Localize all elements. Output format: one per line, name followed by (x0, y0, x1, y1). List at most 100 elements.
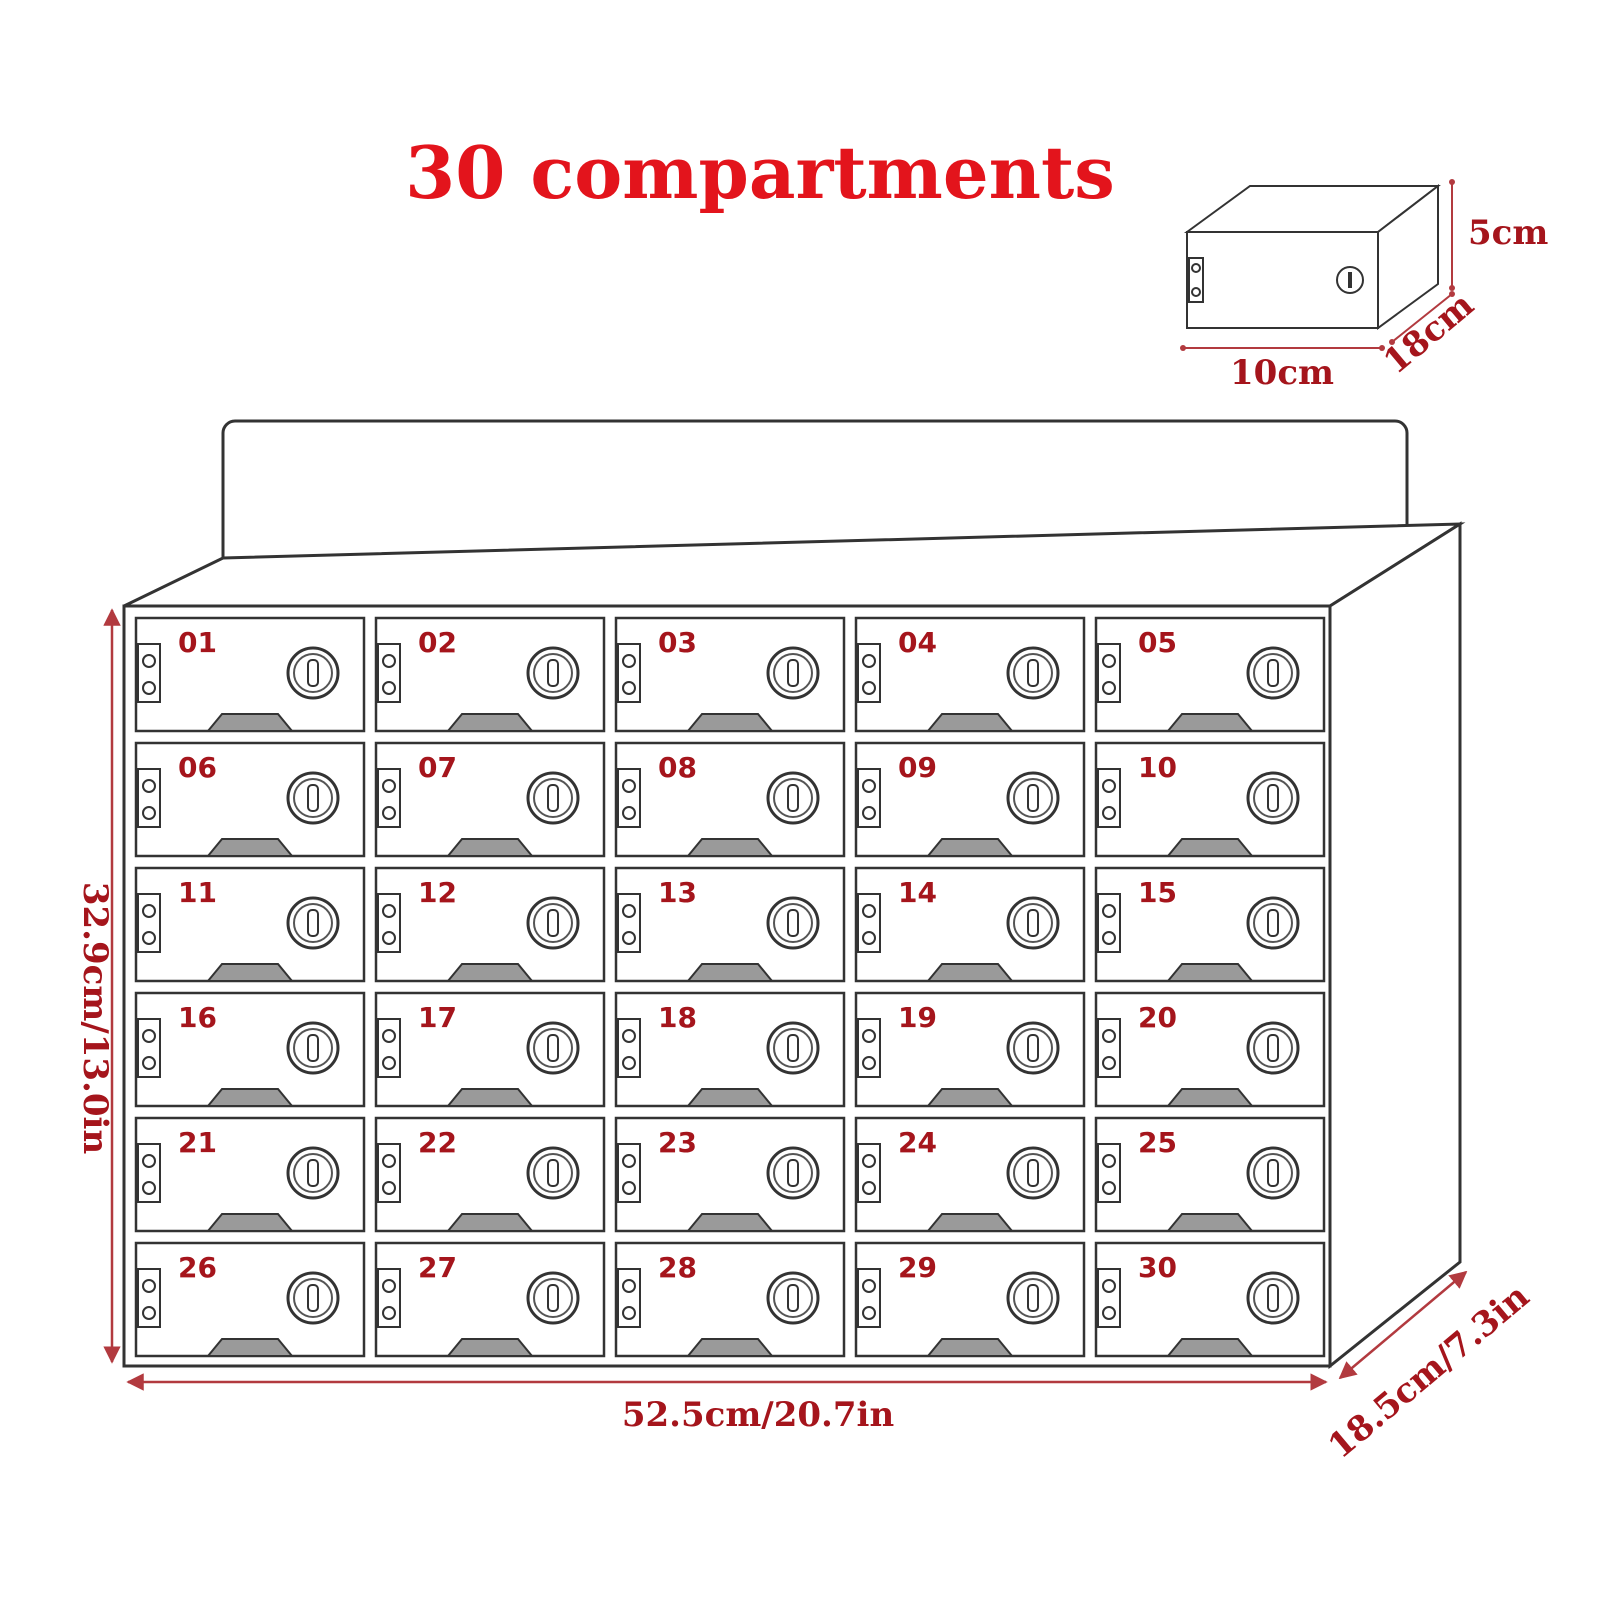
keyhole-icon (307, 1284, 319, 1312)
box-keyhole-icon (1348, 272, 1352, 288)
compartment-door[interactable]: 28 (614, 1241, 846, 1358)
compartment-door[interactable]: 25 (1094, 1116, 1326, 1233)
compartment-door[interactable]: 23 (614, 1116, 846, 1233)
handle-icon (205, 838, 295, 857)
compartment-number: 23 (658, 1126, 697, 1159)
compartment-number: 18 (658, 1001, 697, 1034)
compartment-number: 01 (178, 626, 217, 659)
keyhole-icon (1027, 909, 1039, 937)
compartment-door[interactable]: 09 (854, 741, 1086, 858)
hinge-screw-icon (142, 1056, 156, 1070)
hinge-screw-icon (142, 681, 156, 695)
handle-icon (685, 1213, 775, 1232)
handle-icon (1165, 963, 1255, 982)
single-compartment-box: 10cm 5cm 18cm (1180, 179, 1548, 393)
compartment-door[interactable]: 05 (1094, 616, 1326, 733)
hinge-screw-icon (1102, 654, 1116, 668)
handle-icon (1165, 713, 1255, 732)
hinge-screw-icon (382, 806, 396, 820)
handle-icon (445, 713, 535, 732)
hinge-screw-icon (622, 1306, 636, 1320)
hinge-screw-icon (142, 1181, 156, 1195)
cabinet-side-face (1328, 521, 1462, 1370)
compartment-door[interactable]: 10 (1094, 741, 1326, 858)
title: 30 compartments (405, 130, 1115, 215)
compartment-door[interactable]: 17 (374, 991, 606, 1108)
compartment-number: 24 (898, 1126, 937, 1159)
compartment-door[interactable]: 19 (854, 991, 1086, 1108)
keyhole-icon (1027, 659, 1039, 687)
compartment-door[interactable]: 29 (854, 1241, 1086, 1358)
compartment-door[interactable]: 21 (134, 1116, 366, 1233)
compartment-door[interactable]: 04 (854, 616, 1086, 733)
compartment-number: 03 (658, 626, 697, 659)
keyhole-icon (787, 784, 799, 812)
compartment-door[interactable]: 12 (374, 866, 606, 983)
compartment-door[interactable]: 02 (374, 616, 606, 733)
keyhole-icon (1027, 1159, 1039, 1187)
compartment-number: 19 (898, 1001, 937, 1034)
compartment-door[interactable]: 06 (134, 741, 366, 858)
compartment-door[interactable]: 30 (1094, 1241, 1326, 1358)
compartment-door[interactable]: 11 (134, 866, 366, 983)
compartment-door[interactable]: 26 (134, 1241, 366, 1358)
hinge-screw-icon (622, 904, 636, 918)
hinge-screw-icon (862, 1279, 876, 1293)
compartment-door[interactable]: 08 (614, 741, 846, 858)
compartment-number: 04 (898, 626, 937, 659)
hinge-screw-icon (862, 931, 876, 945)
cabinet-width-label: 52.5cm/20.7in (622, 1395, 894, 1435)
compartment-door-panel (374, 866, 606, 983)
compartment-door[interactable]: 01 (134, 616, 366, 733)
cabinet-front-face (122, 604, 1332, 1368)
compartment-door[interactable]: 24 (854, 1116, 1086, 1233)
handle-icon (445, 1088, 535, 1107)
handle-icon (925, 1088, 1015, 1107)
hinge-screw-icon (382, 1154, 396, 1168)
compartment-door[interactable]: 15 (1094, 866, 1326, 983)
hinge-screw-icon (862, 681, 876, 695)
hinge-screw-icon (622, 779, 636, 793)
hinge-screw-icon (1102, 931, 1116, 945)
hinge-screw-icon (1102, 1279, 1116, 1293)
compartment-number: 09 (898, 751, 937, 784)
handle-icon (205, 713, 295, 732)
hinge-screw-icon (1102, 1056, 1116, 1070)
keyhole-icon (307, 1034, 319, 1062)
compartment-number: 06 (178, 751, 217, 784)
box-width-end-marker (1379, 345, 1385, 351)
compartment-door[interactable]: 27 (374, 1241, 606, 1358)
hinge-screw-icon (142, 1154, 156, 1168)
compartment-door[interactable]: 16 (134, 991, 366, 1108)
hinge-screw-icon (382, 779, 396, 793)
keyhole-icon (307, 659, 319, 687)
hinge-screw-icon (142, 931, 156, 945)
hinge-screw-icon (622, 654, 636, 668)
keyhole-icon (1267, 1284, 1279, 1312)
compartment-number: 15 (1138, 876, 1177, 909)
hinge-screw-icon (862, 806, 876, 820)
compartment-number: 05 (1138, 626, 1177, 659)
compartment-door[interactable]: 22 (374, 1116, 606, 1233)
hinge-screw-icon (1102, 806, 1116, 820)
compartment-door[interactable]: 14 (854, 866, 1086, 983)
hinge-screw-icon (382, 654, 396, 668)
compartment-door[interactable]: 13 (614, 866, 846, 983)
compartment-door[interactable]: 07 (374, 741, 606, 858)
compartment-door[interactable]: 20 (1094, 991, 1326, 1108)
box-hinge-screw-icon (1191, 287, 1201, 297)
box-height-end-marker (1449, 285, 1455, 291)
compartment-number: 21 (178, 1126, 217, 1159)
compartment-door[interactable]: 18 (614, 991, 846, 1108)
hinge-screw-icon (382, 1279, 396, 1293)
handle-icon (685, 963, 775, 982)
compartment-door[interactable]: 03 (614, 616, 846, 733)
hinge-screw-icon (382, 681, 396, 695)
compartment-number: 13 (658, 876, 697, 909)
box-height-end-marker (1449, 179, 1455, 185)
hinge-screw-icon (1102, 1029, 1116, 1043)
hinge-screw-icon (1102, 1154, 1116, 1168)
box-width-label: 10cm (1230, 353, 1334, 393)
compartment-number: 10 (1138, 751, 1177, 784)
keyhole-icon (547, 1284, 559, 1312)
